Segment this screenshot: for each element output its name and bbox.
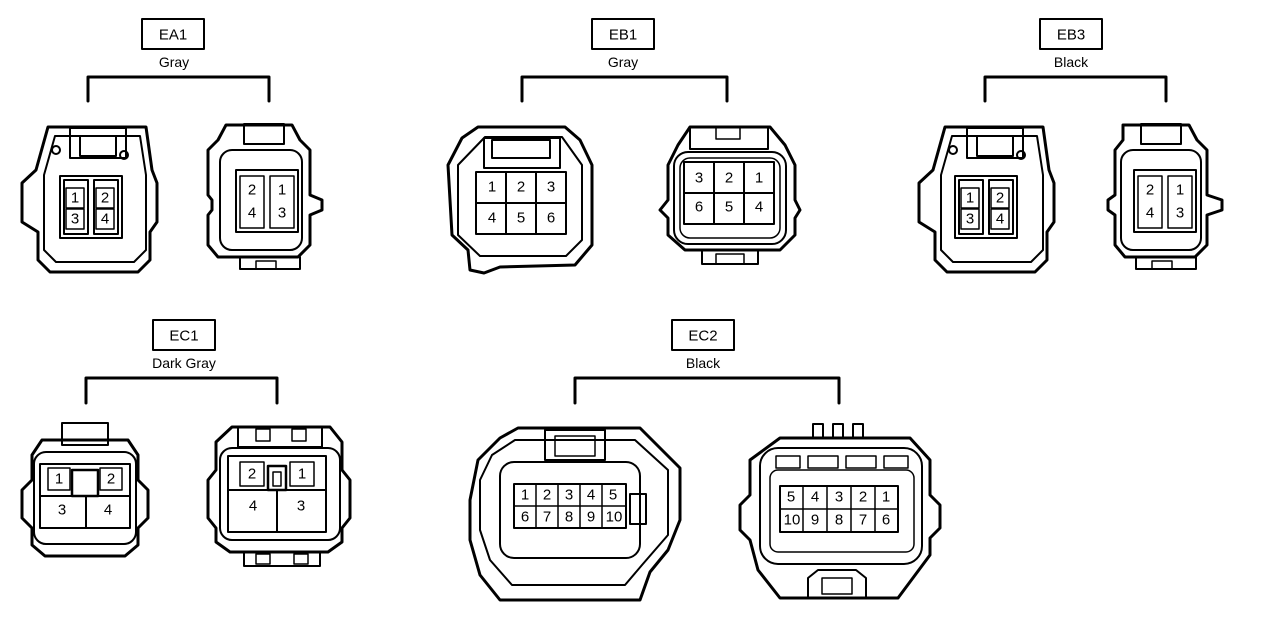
ec2-male-pin: 10: [784, 512, 801, 529]
ec1-female-connector: 1 2 3 4: [20, 422, 150, 558]
ec2-male-pin: 9: [811, 512, 819, 529]
ec2-male-pin: 6: [882, 512, 890, 529]
ec2-male-connector: 5 4 3 2 1 10 9 8 7 6: [738, 423, 942, 600]
eb1-female-connector: 1 2 3 4 5 6: [446, 125, 594, 275]
ea1-female-connector: 1 2 3 4: [20, 125, 159, 274]
eb1-label-box: [591, 18, 655, 50]
ea1-label-box: [141, 18, 205, 50]
ec2-female-pin: 4: [587, 487, 595, 504]
ec2-color: Black: [686, 355, 721, 371]
eb1-female-pin: 2: [517, 179, 525, 196]
eb1-male-pin: 2: [725, 170, 733, 187]
ec2-female-pin: 1: [521, 487, 529, 504]
ec2-label-box: [671, 319, 735, 351]
ec2-male-pin: 7: [859, 512, 867, 529]
ec2-female-pin: 6: [521, 509, 529, 526]
ec1-female-pin: 2: [107, 471, 115, 488]
eb1-label: EB1: [609, 27, 637, 44]
ea1-male-pin: 3: [278, 205, 286, 222]
eb1-bracket: [520, 75, 729, 103]
eb1-male-pin: 5: [725, 199, 733, 216]
eb3-male-pin: 4: [1146, 205, 1154, 222]
eb1-female-pin: 3: [547, 179, 555, 196]
ea1-label: EA1: [159, 27, 187, 44]
ec1-male-pin: 1: [298, 466, 306, 483]
ec1-male-pin: 4: [249, 498, 257, 515]
eb1-male-pin: 3: [695, 170, 703, 187]
ec1-female-pin: 4: [104, 502, 112, 519]
ec2-label: EC2: [688, 328, 717, 345]
ec1-label-box: [152, 319, 216, 351]
eb1-color: Gray: [608, 54, 638, 70]
ec2-female-pin: 9: [587, 509, 595, 526]
ec2-female-pin: 2: [543, 487, 551, 504]
eb1-female-pin: 6: [547, 210, 555, 227]
ec1-male-connector: 2 1 4 3: [206, 425, 352, 567]
ec1-male-pin: 2: [248, 466, 256, 483]
ec2-female-pin: 8: [565, 509, 573, 526]
ec2-female-pin: 5: [609, 487, 617, 504]
eb3-female-pin: 4: [996, 211, 1004, 228]
ea1-female-pin: 3: [71, 211, 79, 228]
ec2-male-pin: 8: [835, 512, 843, 529]
eb3-group: EB3 Black 1 2 3 4: [917, 18, 1224, 274]
eb3-female-pin: 2: [996, 190, 1004, 207]
ec2-female-pin: 10: [606, 509, 623, 526]
ea1-male-connector: 2 1 4 3: [206, 123, 324, 270]
ec2-female-pin: 7: [543, 509, 551, 526]
ec2-male-pin: 5: [787, 489, 795, 506]
eb3-male-pin: 3: [1176, 205, 1184, 222]
ec2-female-connector: 1 2 3 4 5 6 7 8 9 10: [468, 426, 682, 602]
eb1-male-pin: 4: [755, 199, 763, 216]
ec1-male-pin: 3: [297, 498, 305, 515]
eb3-label: EB3: [1057, 27, 1085, 44]
eb3-label-box: [1039, 18, 1103, 50]
ea1-color: Gray: [159, 54, 189, 70]
ec2-male-pin: 2: [859, 489, 867, 506]
eb1-male-pin: 6: [695, 199, 703, 216]
eb1-group: EB1 Gray 1 2 3 4 5 6: [446, 18, 802, 275]
ec2-male-pin: 1: [882, 489, 890, 506]
ea1-bracket: [86, 75, 271, 103]
eb1-male-connector: 3 2 1 6 5 4: [658, 125, 802, 265]
eb1-female-pin: 4: [488, 210, 496, 227]
ec2-female-pin: 3: [565, 487, 573, 504]
ea1-male-pin: 2: [248, 182, 256, 199]
ec2-group: EC2 Black 1 2 3 4 5 6 7 8 9 10: [468, 319, 942, 602]
ec2-bracket: [573, 376, 841, 405]
ea1-group: EA1 Gray 1 2 3 4: [20, 18, 324, 274]
eb3-male-connector: 2 1 4 3: [1106, 123, 1224, 270]
ea1-male-pin: 4: [248, 205, 256, 222]
eb3-male-pin: 1: [1176, 182, 1184, 199]
eb1-female-pin: 5: [517, 210, 525, 227]
ec1-female-pin: 1: [55, 471, 63, 488]
ec1-bracket: [84, 376, 279, 405]
ec1-group: EC1 Dark Gray 1 2 3 4: [20, 319, 352, 567]
ea1-male-pin: 1: [278, 182, 286, 199]
ec1-color: Dark Gray: [152, 355, 216, 371]
ec2-male-pin: 3: [835, 489, 843, 506]
ea1-female-pin: 4: [101, 211, 109, 228]
eb3-male-pin: 2: [1146, 182, 1154, 199]
eb3-female-connector: 1 2 3 4: [917, 125, 1056, 274]
eb1-female-pin: 1: [488, 179, 496, 196]
ea1-female-pin: 2: [101, 190, 109, 207]
eb3-female-pin: 3: [966, 211, 974, 228]
ea1-female-pin: 1: [71, 190, 79, 207]
eb3-bracket: [983, 75, 1168, 103]
ec1-female-pin: 3: [58, 502, 66, 519]
eb1-male-pin: 1: [755, 170, 763, 187]
ec2-male-pin: 4: [811, 489, 819, 506]
ec1-label: EC1: [169, 328, 198, 345]
eb3-color: Black: [1054, 54, 1089, 70]
eb3-female-pin: 1: [966, 190, 974, 207]
